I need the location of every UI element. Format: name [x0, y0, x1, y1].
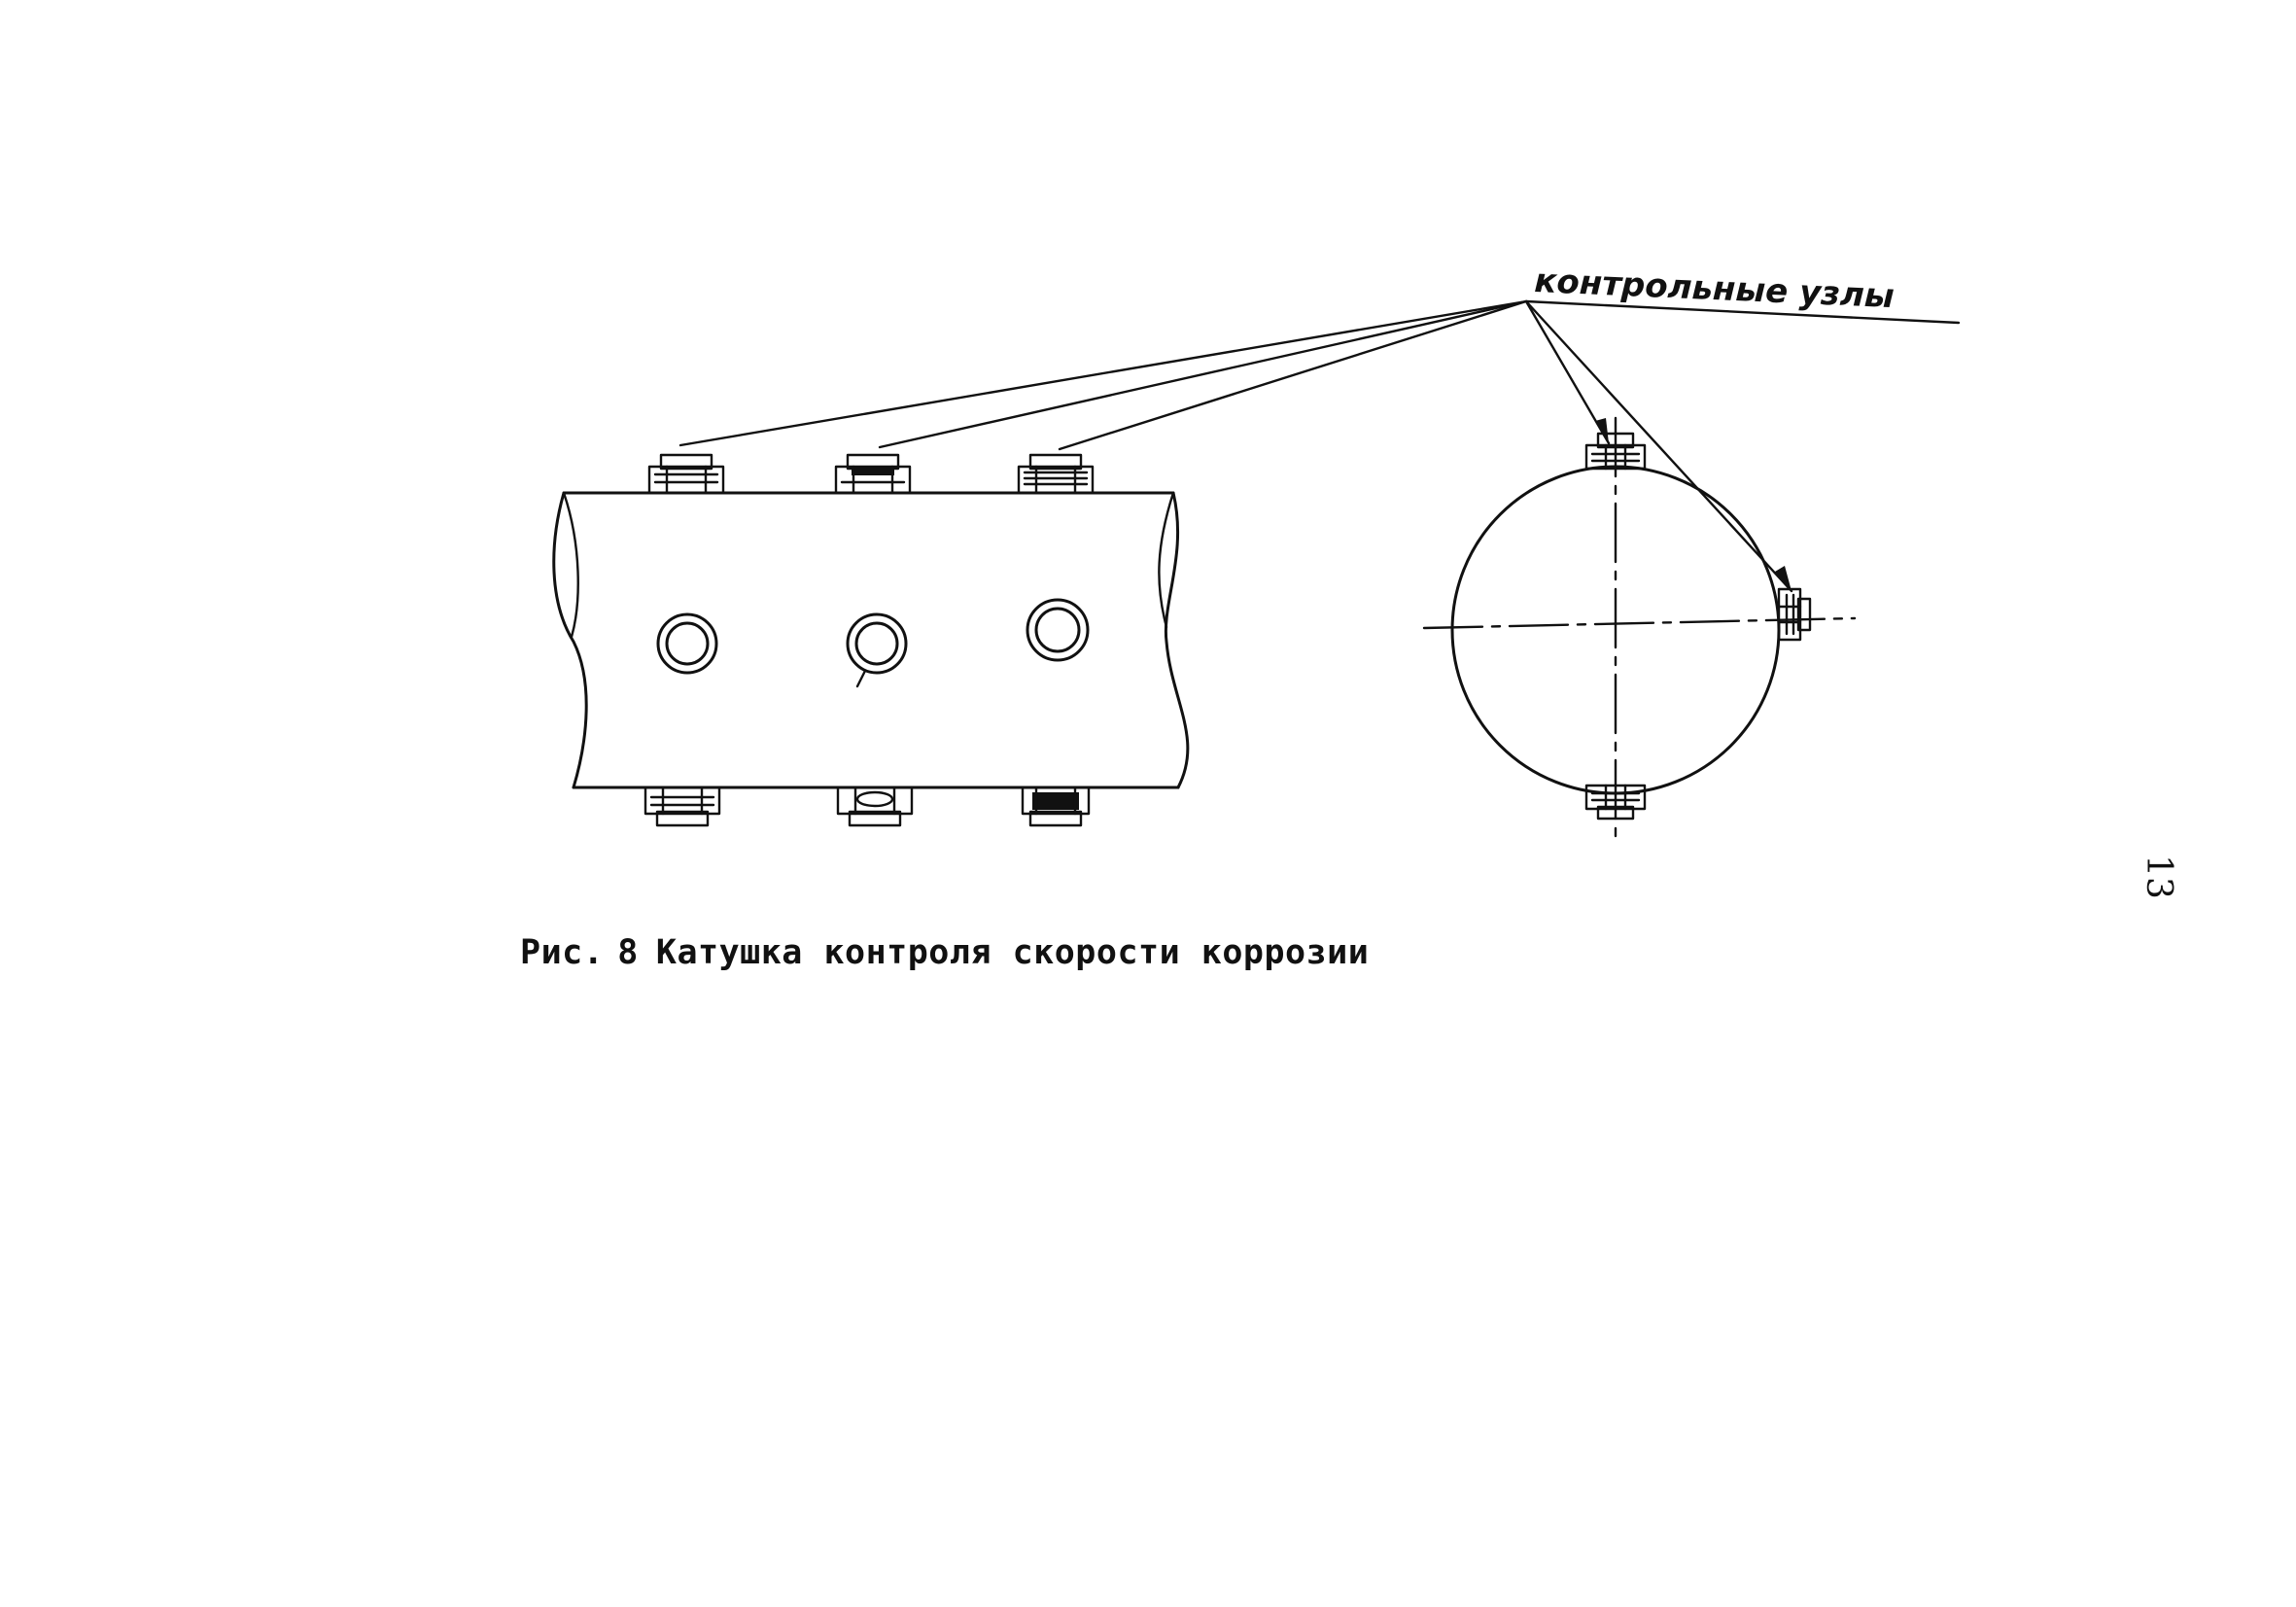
pipe-left-break-inner — [562, 491, 579, 639]
top-control-node-1 — [647, 453, 725, 495]
caption-prefix: Рис. — [520, 933, 605, 972]
section-side-node — [1777, 587, 1812, 642]
top-control-node-2 — [834, 453, 912, 495]
pipe-right-break-inner — [1158, 491, 1175, 629]
leader-lines — [678, 299, 1961, 593]
leader-line-to-circle-top-node — [1524, 299, 1611, 445]
pipe-section-view — [1422, 416, 1857, 840]
leader-line-to-top-node-2 — [878, 299, 1528, 449]
port-2 — [846, 612, 908, 688]
bottom-control-nodes — [644, 786, 1091, 827]
top-control-nodes — [647, 453, 1095, 495]
section-top-node — [1584, 432, 1647, 471]
pipe-right-break-outer — [1164, 491, 1190, 789]
bottom-control-node-2 — [836, 786, 914, 827]
section-bottom-node — [1584, 784, 1647, 821]
top-control-node-3 — [1017, 453, 1095, 495]
caption-number: 8 — [617, 933, 639, 972]
port-3 — [1026, 598, 1090, 662]
section-control-nodes — [1584, 432, 1812, 821]
caption-title: Катушка контроля скорости коррозии — [655, 933, 1370, 972]
pipe-left-break-outer — [552, 491, 588, 789]
figure-caption: Рис. 8 Катушка контроля скорости коррозии — [520, 933, 1369, 972]
leader-line-to-top-node-3 — [1058, 299, 1528, 451]
page-number: 13 — [2139, 855, 2178, 899]
leader-line-to-circle-side-node — [1524, 299, 1793, 593]
port-1 — [656, 612, 718, 675]
bottom-control-node-3 — [1021, 786, 1091, 827]
arrowhead-circle-top — [1595, 418, 1609, 443]
leader-line-to-top-node-1 — [678, 299, 1528, 447]
leader-line-underline — [1524, 299, 1961, 325]
pipe-ports — [656, 598, 1090, 688]
arrowhead-circle-side — [1775, 566, 1792, 591]
leader-label: контрольные узлы — [1534, 262, 1896, 316]
bottom-control-node-1 — [644, 786, 721, 827]
horizontal-centerline — [1422, 616, 1857, 630]
pipe-side-view — [552, 491, 1190, 789]
